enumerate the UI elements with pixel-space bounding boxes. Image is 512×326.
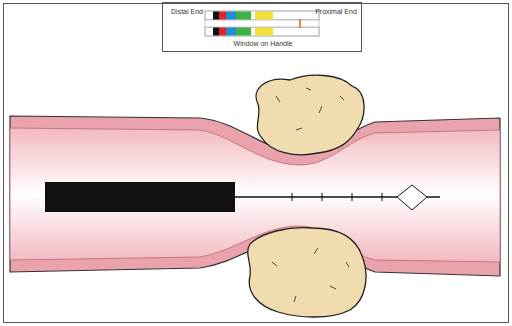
catheter [45, 182, 440, 212]
label-text: Distal End [167, 8, 207, 16]
handle-scale [205, 11, 319, 36]
label-text: Window on Handle [163, 40, 363, 48]
label-text: Proximal End [315, 8, 357, 16]
plaque [248, 75, 366, 317]
window-box: Distal End Proximal EndWindow on Handle [162, 2, 362, 52]
